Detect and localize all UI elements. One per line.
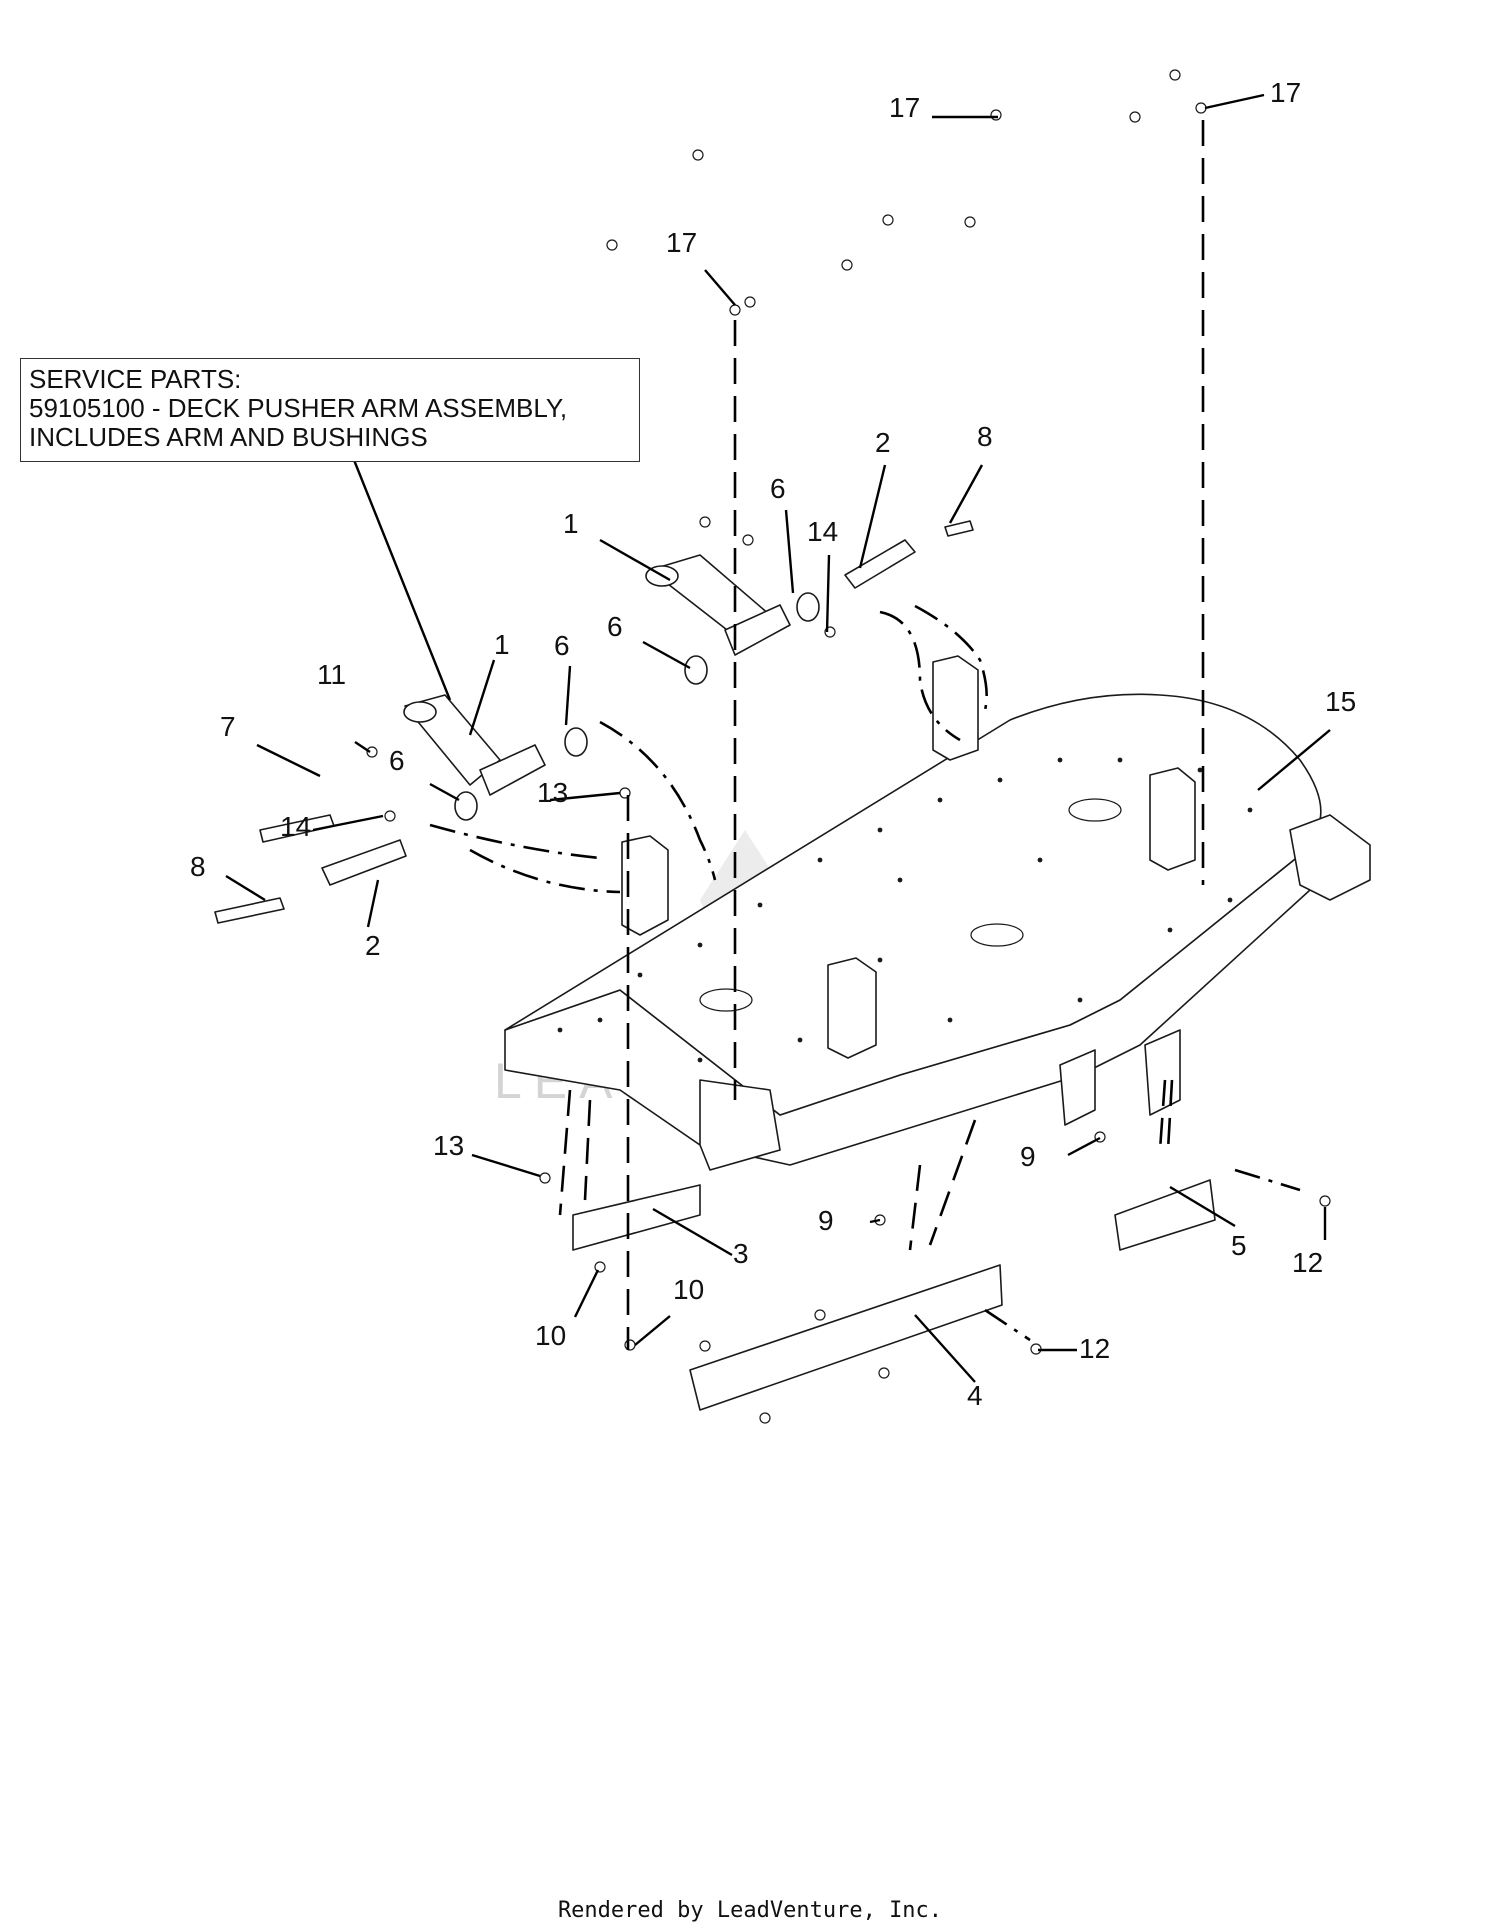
deck-right-bracket: [1289, 814, 1371, 901]
callout-12-center: 12: [1079, 1333, 1110, 1364]
callout-6-lower-left: 6: [389, 745, 405, 776]
deck-mounting-holes: [557, 757, 1253, 1063]
callout-7: 7: [220, 711, 236, 742]
callout-6-upper-left: 6: [607, 611, 623, 642]
spindle-hole-center: [970, 923, 1024, 947]
mower-deck: [504, 655, 1371, 1171]
callout-14-upper: 14: [807, 516, 838, 547]
callout-11: 11: [317, 659, 346, 690]
bushing-upper-left: [684, 655, 708, 685]
alignment-lines: [429, 120, 1301, 1350]
callout-9-center: 9: [818, 1205, 834, 1236]
callout-12-right: 12: [1292, 1247, 1323, 1278]
callout-4: 4: [967, 1380, 983, 1411]
callout-1-upper: 1: [563, 508, 579, 539]
deck-mount-post-rear: [932, 655, 979, 761]
discharge-plate: [572, 1184, 701, 1251]
callout-17-top-right: 17: [1270, 77, 1301, 108]
deck-mount-post-center: [827, 957, 877, 1059]
callout-3: 3: [733, 1238, 749, 1269]
callout-labels: 17 17 17 2 8 6 14 1 6 6 1 11 7 6 13 14 8…: [190, 77, 1356, 1411]
callout-6-upper-right: 6: [770, 473, 786, 504]
leader-lines: [225, 93, 1331, 1383]
rendered-by-footer: Rendered by LeadVenture, Inc.: [557, 1898, 943, 1923]
spindle-hole-left: [699, 988, 753, 1012]
service-parts-note: SERVICE PARTS: 59105100 - DECK PUSHER AR…: [20, 358, 640, 462]
pin-lower: [321, 839, 407, 886]
baffle-rod-front: [689, 1264, 1003, 1411]
callout-8-upper: 8: [977, 421, 993, 452]
callout-6-lower-right: 6: [554, 630, 570, 661]
callout-5: 5: [1231, 1230, 1247, 1261]
spindle-hole-right: [1068, 798, 1122, 822]
deck-front-center-bracket: [1059, 1049, 1096, 1126]
bushing-lower-right: [564, 727, 588, 757]
deck-pusher-arm-lower: [403, 694, 546, 796]
callout-2-lower: 2: [365, 930, 381, 961]
pin-upper: [844, 539, 916, 589]
bushing-upper-right: [796, 592, 820, 622]
hardware-fasteners: [214, 69, 1331, 1424]
service-parts-assembly: 59105100 - DECK PUSHER ARM ASSEMBLY,: [29, 393, 568, 423]
callout-2-upper: 2: [875, 427, 891, 458]
callout-9-right: 9: [1020, 1141, 1036, 1172]
deck-mount-post-right: [1149, 767, 1196, 871]
service-parts-heading: SERVICE PARTS:: [29, 364, 242, 394]
callout-13-upper: 13: [537, 777, 568, 808]
callout-17-top-left: 17: [889, 92, 920, 123]
deck-pusher-arm-upper: [645, 554, 791, 656]
side-baffle: [1114, 1179, 1216, 1251]
callout-8-lower: 8: [190, 851, 206, 882]
callout-13-lower: 13: [433, 1130, 464, 1161]
deck-left-rear-bracket: [699, 1079, 781, 1171]
callout-14-lower: 14: [280, 811, 311, 842]
callout-17-center: 17: [666, 227, 697, 258]
callout-15: 15: [1325, 686, 1356, 717]
callout-10-left: 10: [535, 1320, 566, 1351]
deck-mount-post-left: [621, 835, 669, 936]
callout-1-lower: 1: [494, 629, 510, 660]
service-parts-includes: INCLUDES ARM AND BUSHINGS: [29, 422, 428, 452]
bushing-lower-left: [454, 791, 478, 821]
callout-10-right: 10: [673, 1274, 704, 1305]
